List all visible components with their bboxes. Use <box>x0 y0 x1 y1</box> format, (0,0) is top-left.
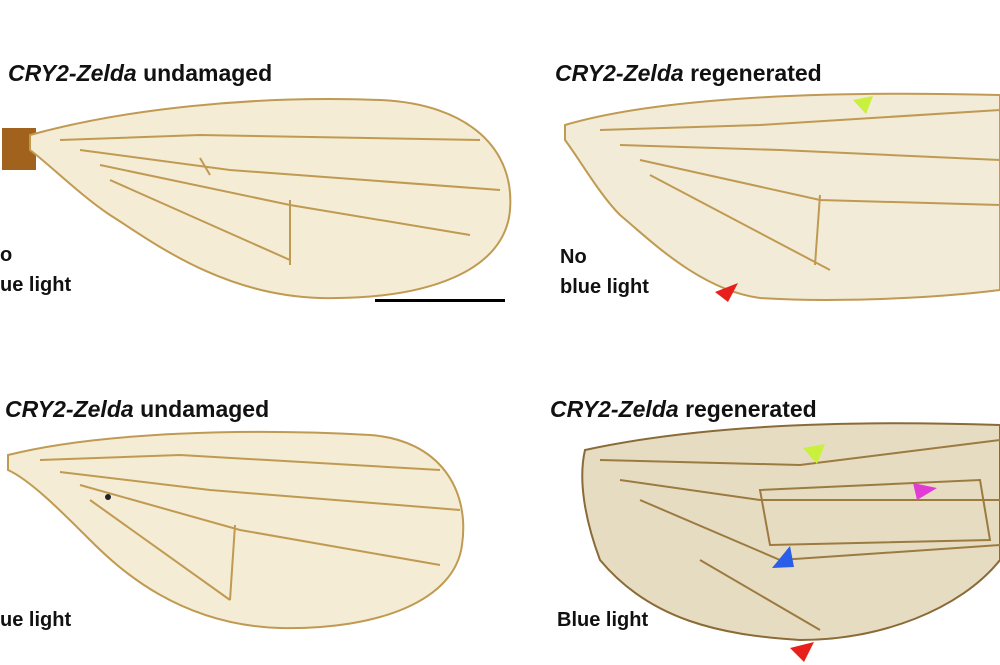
wing-undamaged-no-light <box>2 98 512 302</box>
wing-undamaged-blue-light <box>7 430 465 630</box>
state: undamaged <box>143 60 273 86</box>
wing-regenerated-blue-light <box>581 422 1000 662</box>
wing-regenerated-no-light <box>564 92 1000 302</box>
yellow-arrowhead <box>853 96 873 114</box>
gene-name: CRY2-Zelda <box>555 60 684 86</box>
condition-line2: blue light <box>560 276 649 298</box>
condition-line2: ue light <box>0 274 72 296</box>
condition-label: Blue light <box>557 575 648 635</box>
red-arrowhead <box>715 283 738 302</box>
state: regenerated <box>690 60 822 86</box>
condition-line1: No <box>560 246 587 268</box>
panel-title: CRY2-Zelda undamaged <box>5 398 269 421</box>
condition-label: ue light <box>0 575 71 635</box>
state: undamaged <box>140 396 270 422</box>
blue-arrowhead <box>772 546 794 568</box>
condition-label: No blue light <box>560 242 649 302</box>
state: regenerated <box>685 396 817 422</box>
condition-line1 <box>557 575 648 605</box>
condition-label: o ue light <box>0 240 71 300</box>
condition-line1 <box>0 575 71 605</box>
red-arrowhead <box>790 642 814 662</box>
gene-name: CRY2-Zelda <box>5 396 134 422</box>
gene-name: CRY2-Zelda <box>550 396 679 422</box>
panel-title: CRY2-Zelda regenerated <box>555 62 822 85</box>
condition-line1: o <box>0 244 13 266</box>
panel-title: CRY2-Zelda undamaged <box>8 62 272 85</box>
condition-line2: Blue light <box>557 609 649 631</box>
panel-title: CRY2-Zelda regenerated <box>550 398 817 421</box>
condition-line2: ue light <box>0 609 72 631</box>
magenta-arrowhead <box>913 483 937 500</box>
gene-name: CRY2-Zelda <box>8 60 137 86</box>
yellow-arrowhead <box>803 444 825 464</box>
scale-bar <box>375 299 505 302</box>
